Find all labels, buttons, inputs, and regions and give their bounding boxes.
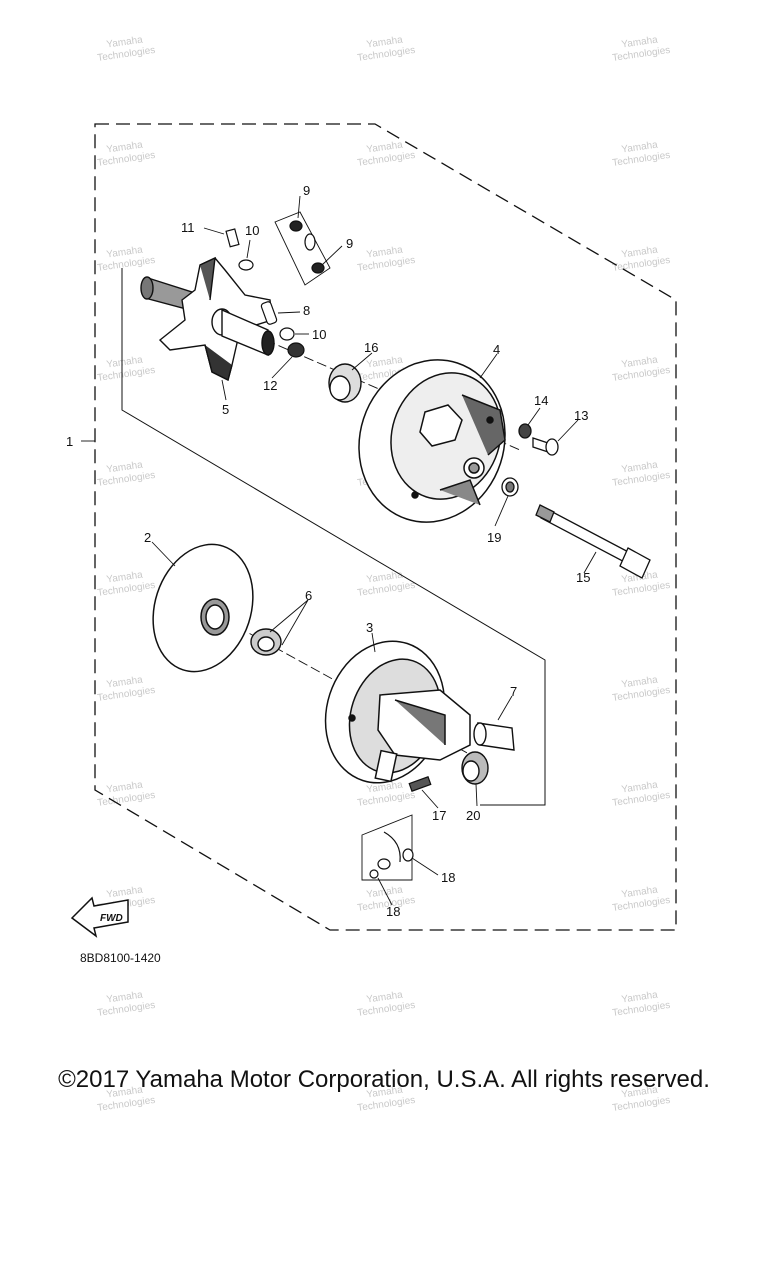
watermark-text: YamahaTechnologies — [355, 988, 416, 1019]
callout-17: 17 — [432, 808, 446, 823]
watermark-text: YamahaTechnologies — [610, 883, 671, 914]
watermark-text: YamahaTechnologies — [95, 138, 156, 169]
copyright-notice: ©2017 Yamaha Motor Corporation, U.S.A. A… — [58, 1066, 710, 1093]
watermark-text: YamahaTechnologies — [95, 458, 156, 489]
callout-4: 4 — [493, 342, 500, 357]
assembly-boundary — [94, 123, 677, 931]
watermark-text: YamahaTechnologies — [95, 353, 156, 384]
callout-2: 2 — [144, 530, 151, 545]
callout-9-top: 9 — [303, 183, 310, 198]
watermark-text: YamahaTechnologies — [95, 988, 156, 1019]
watermark-text: YamahaTechnologies — [610, 353, 671, 384]
watermark-text: YamahaTechnologies — [355, 568, 416, 599]
callout-12: 12 — [263, 378, 277, 393]
callout-5: 5 — [222, 402, 229, 417]
callout-16: 16 — [364, 340, 378, 355]
bracket-18 — [361, 814, 413, 881]
callout-20: 20 — [466, 808, 480, 823]
watermark-text: YamahaTechnologies — [610, 988, 671, 1019]
fwd-arrow-icon: FWD — [70, 896, 129, 938]
callout-labels: 1 2 3 4 5 6 7 8 9 9 10 10 11 12 13 14 15… — [66, 183, 590, 919]
watermark-text: YamahaTechnologies — [95, 778, 156, 809]
bolt-hardware — [501, 423, 651, 579]
callout-1: 1 — [66, 434, 73, 449]
callout-8: 8 — [303, 303, 310, 318]
watermark-text: YamahaTechnologies — [95, 568, 156, 599]
callout-18-right: 18 — [441, 870, 455, 885]
watermark-text: YamahaTechnologies — [610, 243, 671, 274]
part-4-cover — [358, 359, 506, 523]
small-hardware — [225, 220, 325, 358]
callout-10: 10 — [312, 327, 326, 342]
callout-14: 14 — [534, 393, 548, 408]
watermark-text: YamahaTechnologies — [95, 673, 156, 704]
callout-10-top: 10 — [245, 223, 259, 238]
watermark-text: YamahaTechnologies — [95, 243, 156, 274]
callout-3: 3 — [366, 620, 373, 635]
subassembly-outline — [121, 268, 546, 806]
callout-15: 15 — [576, 570, 590, 585]
callout-6: 6 — [305, 588, 312, 603]
part-5-spider-shaft — [140, 256, 275, 382]
fwd-label: FWD — [100, 913, 123, 924]
watermark-text: YamahaTechnologies — [610, 673, 671, 704]
callout-13: 13 — [574, 408, 588, 423]
watermark-text: YamahaTechnologies — [355, 243, 416, 274]
callout-7: 7 — [510, 684, 517, 699]
watermark-text: YamahaTechnologies — [610, 778, 671, 809]
part-17-part-18 — [369, 776, 432, 879]
part-6-bushing — [250, 628, 282, 656]
callout-19: 19 — [487, 530, 501, 545]
callout-11: 11 — [181, 220, 195, 235]
watermark-text: YamahaTechnologies — [610, 138, 671, 169]
watermark-text: YamahaTechnologies — [610, 458, 671, 489]
part-3-fixed-sheave — [324, 640, 471, 784]
part-2-sheave — [152, 543, 254, 673]
leader-lines — [81, 195, 597, 906]
callout-9: 9 — [346, 236, 353, 251]
callout-18: 18 — [386, 904, 400, 919]
part-code: 8BD8100-1420 — [80, 951, 161, 965]
watermark-text: YamahaTechnologies — [610, 33, 671, 64]
watermark-text: YamahaTechnologies — [95, 33, 156, 64]
part-7-part-20 — [461, 722, 515, 785]
watermark-text: YamahaTechnologies — [355, 33, 416, 64]
bracket-9 — [274, 211, 331, 286]
part-16-bushing — [328, 363, 362, 403]
